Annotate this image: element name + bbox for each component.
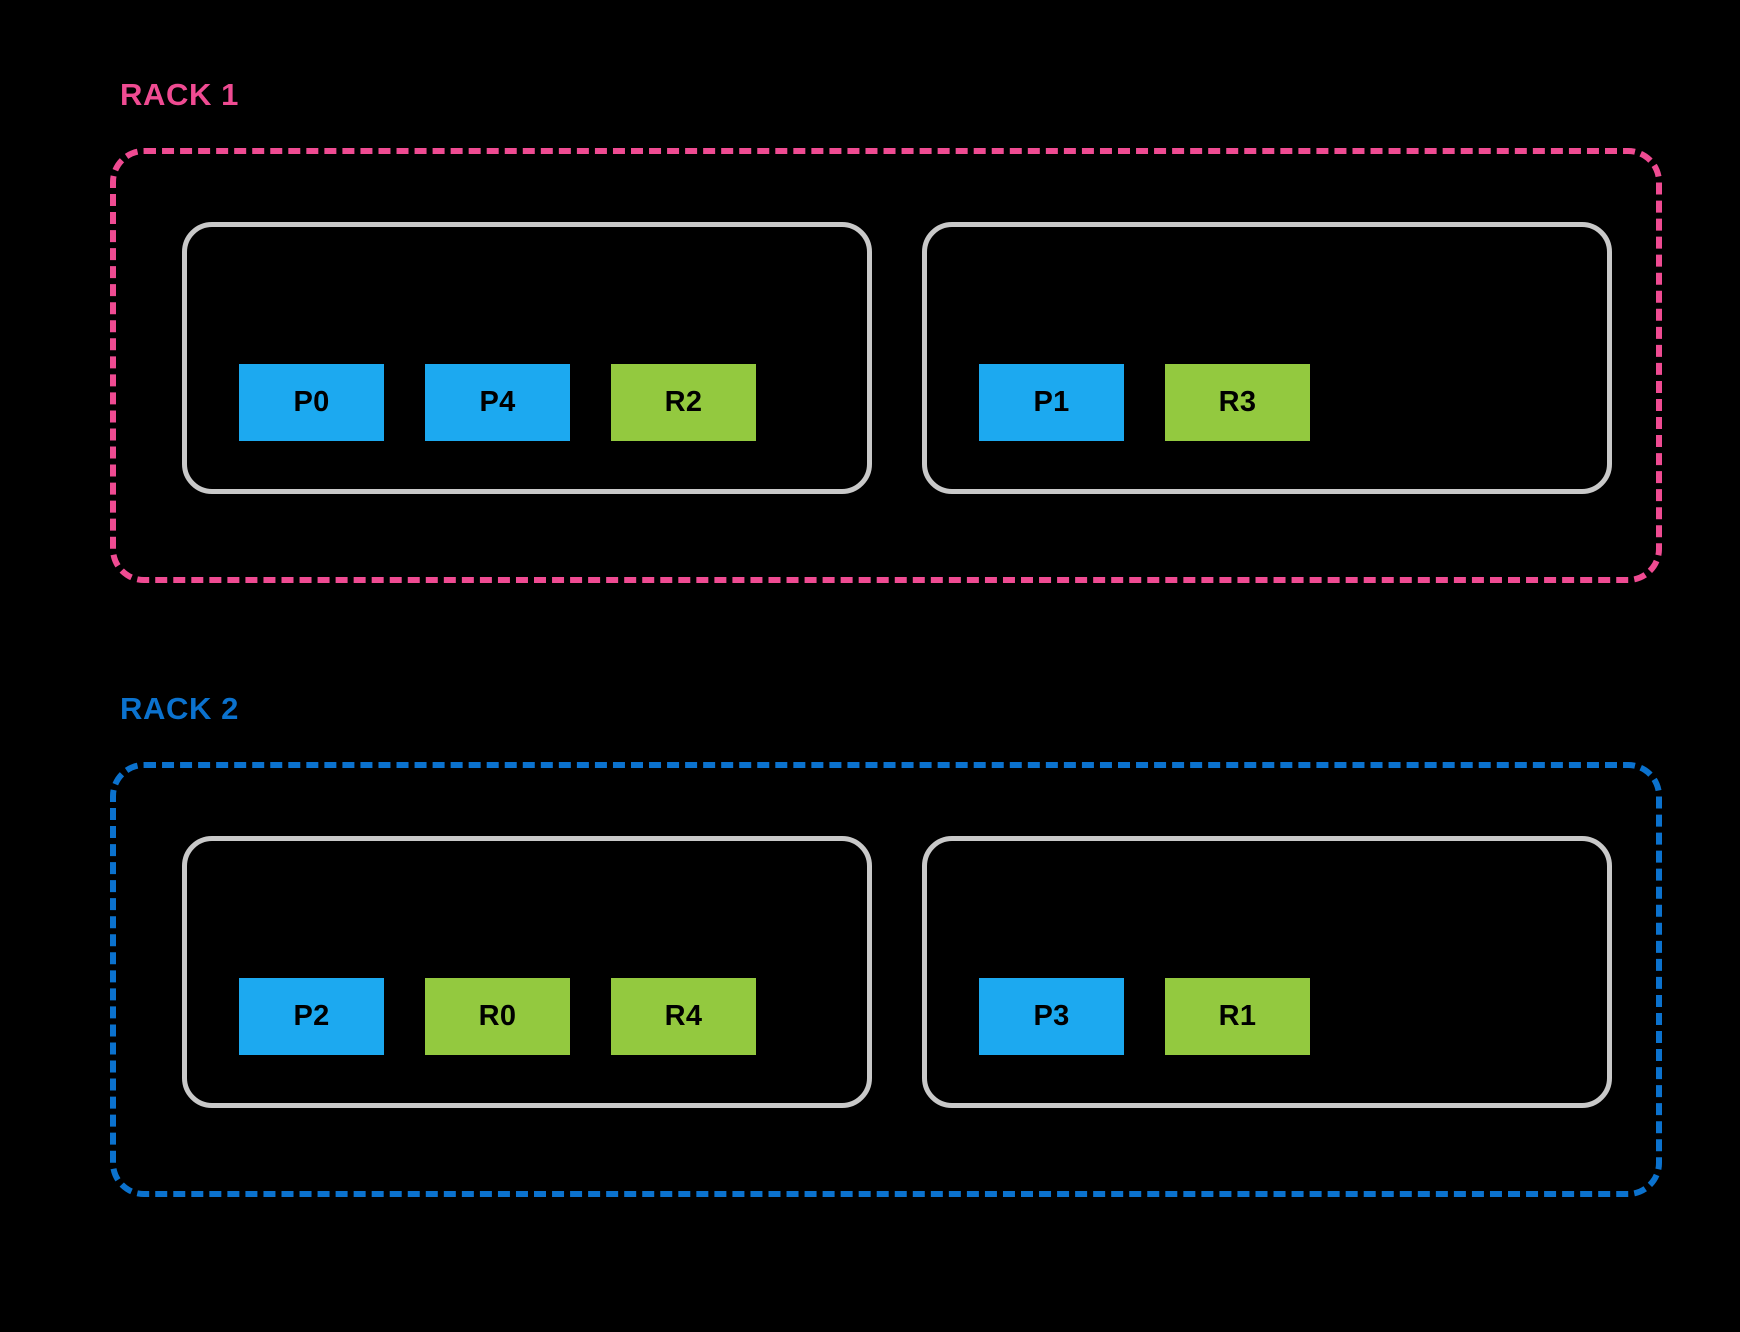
partition-chip-p0[interactable]: P0 — [239, 364, 384, 441]
replica-chip-r3[interactable]: R3 — [1165, 364, 1310, 441]
partition-chip-p4[interactable]: P4 — [425, 364, 570, 441]
rack-2-container — [110, 762, 1662, 1197]
rack-1-node-2-chips: P1 R3 — [927, 364, 1310, 489]
rack-2-node-1[interactable]: P2 R0 R4 — [182, 836, 872, 1108]
replica-chip-r2[interactable]: R2 — [611, 364, 756, 441]
replica-chip-r4[interactable]: R4 — [611, 978, 756, 1055]
rack-1-node-2[interactable]: P1 R3 — [922, 222, 1612, 494]
rack-1-container — [110, 148, 1662, 583]
rack-1-label: RACK 1 — [120, 77, 240, 112]
partition-chip-p3[interactable]: P3 — [979, 978, 1124, 1055]
rack-1-node-1[interactable]: P0 P4 R2 — [182, 222, 872, 494]
rack-2-label: RACK 2 — [120, 691, 240, 726]
replica-chip-r1[interactable]: R1 — [1165, 978, 1310, 1055]
rack-2-node-2[interactable]: P3 R1 — [922, 836, 1612, 1108]
partition-chip-p1[interactable]: P1 — [979, 364, 1124, 441]
rack-1-node-1-chips: P0 P4 R2 — [187, 364, 756, 489]
replica-chip-r0[interactable]: R0 — [425, 978, 570, 1055]
partition-chip-p2[interactable]: P2 — [239, 978, 384, 1055]
rack-2-node-2-chips: P3 R1 — [927, 978, 1310, 1103]
rack-2-node-1-chips: P2 R0 R4 — [187, 978, 756, 1103]
